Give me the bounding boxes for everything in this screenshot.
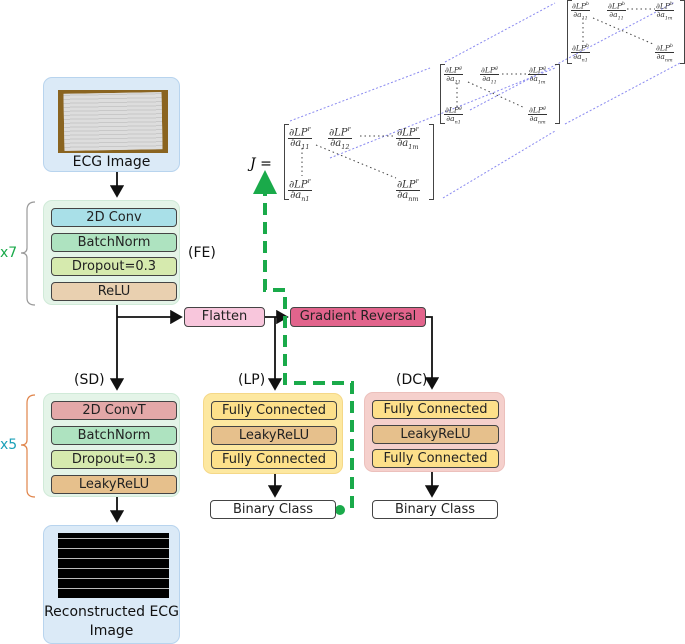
lp-layer-fc2: Fully Connected: [211, 450, 337, 469]
dc-layer-fc2: Fully Connected: [372, 449, 499, 468]
lp-layer-leakyrelu: LeakyReLU: [211, 426, 337, 445]
ecg-image-label: ECG Image: [72, 154, 151, 170]
matrix-entry: ∂LPb∂a1m: [655, 1, 675, 22]
matrix-entry: ∂LPb∂anm: [655, 43, 675, 64]
ecg-image-panel: ECG Image: [43, 77, 180, 172]
sd-bracket: [20, 394, 36, 498]
bracket-right: [429, 124, 434, 200]
dc-layer-fc1: Fully Connected: [372, 400, 499, 419]
matrix-entry: ∂LPr∂a12: [328, 125, 352, 152]
fe-tag: (FE): [188, 245, 216, 261]
jacobian-matrix-b: ∂LPb∂a11 ∂LPb∂a11 ∂LPb∂a1m ∂LPb∂an1 ∂LPb∂anm: [567, 0, 685, 64]
matrix-entry: ∂LPg∂a11: [444, 65, 464, 86]
signal-decoder: 2D ConvT BatchNorm Dropout=0.3 LeakyReLU: [43, 393, 180, 497]
dc-output: Binary Class: [372, 500, 498, 519]
bracket-left: [284, 124, 289, 200]
fe-layer-conv: 2D Conv: [51, 208, 177, 227]
flatten-block: Flatten: [184, 307, 265, 327]
gradient-origin-dot: [335, 505, 345, 515]
domain-classifier: Fully Connected LeakyReLU Fully Connecte…: [364, 392, 505, 472]
jacobian-matrix-g: ∂LPg∂a11 ∂LPg∂a11 ∂LPg∂a1m ∂LPg∂an1 ∂LPg∂anm: [440, 64, 560, 126]
matrix-entry: ∂LPb∂a11: [571, 1, 591, 22]
reconstructed-image-panel: Reconstructed ECG Image: [43, 525, 180, 644]
label-predictor: Fully Connected LeakyReLU Fully Connecte…: [203, 393, 343, 474]
sd-repeat-label: x5: [0, 437, 18, 453]
matrix-entry: ∂LPr∂a11: [288, 125, 312, 152]
dc-tag: (DC): [396, 372, 428, 388]
gradient-path: [253, 170, 354, 508]
fe-repeat-label: x7: [0, 245, 18, 261]
lp-tag: (LP): [238, 372, 266, 388]
bracket-right: [555, 64, 560, 124]
sd-layer-convt: 2D ConvT: [51, 401, 177, 420]
matrix-entry: ∂LPg∂anm: [528, 105, 548, 126]
matrix-entry: ∂LPr∂anm: [396, 177, 420, 204]
fe-bracket: [20, 201, 36, 306]
sd-layer-leakyrelu: LeakyReLU: [51, 475, 177, 494]
gradient-reversal-block: Gradient Reversal: [290, 307, 426, 327]
sd-layer-dropout: Dropout=0.3: [51, 450, 177, 469]
matrix-entry: ∂LPg∂a1m: [528, 65, 548, 86]
matrix-entry: ∂LPg∂a11: [480, 65, 500, 86]
bracket-left: [567, 0, 572, 64]
lp-output: Binary Class: [210, 500, 336, 519]
matrix-entry: ∂LPr∂a1m: [396, 125, 420, 152]
matrix-entry: ∂LPb∂an1: [571, 43, 591, 64]
feature-extractor: 2D Conv BatchNorm Dropout=0.3 ReLU: [43, 200, 180, 305]
jacobian-lhs: J =: [250, 156, 272, 172]
reconstructed-ecg-image: [58, 533, 169, 598]
matrix-entry: ∂LPb∂a11: [607, 1, 627, 22]
matrix-entry: ∂LPg∂an1: [444, 105, 464, 126]
dc-layer-leakyrelu: LeakyReLU: [372, 425, 499, 444]
reconstructed-label: Reconstructed ECG Image: [44, 604, 179, 639]
matrix-entry: ∂LPr∂an1: [288, 177, 312, 204]
bracket-right: [680, 0, 685, 64]
lp-layer-fc1: Fully Connected: [211, 401, 337, 420]
fe-layer-batchnorm: BatchNorm: [51, 233, 177, 252]
jacobian-matrix-r: ∂LPr∂a11 ∂LPr∂a12 ∂LPr∂a1m ∂LPr∂an1 ∂LPr∂anm: [284, 124, 434, 204]
fe-layer-relu: ReLU: [51, 282, 177, 301]
bracket-left: [440, 64, 445, 124]
ecg-photo: [58, 90, 168, 153]
sd-layer-batchnorm: BatchNorm: [51, 426, 177, 445]
arrow-grl-dc: [424, 316, 440, 390]
fe-layer-dropout: Dropout=0.3: [51, 257, 177, 276]
sd-tag: (SD): [74, 372, 105, 388]
